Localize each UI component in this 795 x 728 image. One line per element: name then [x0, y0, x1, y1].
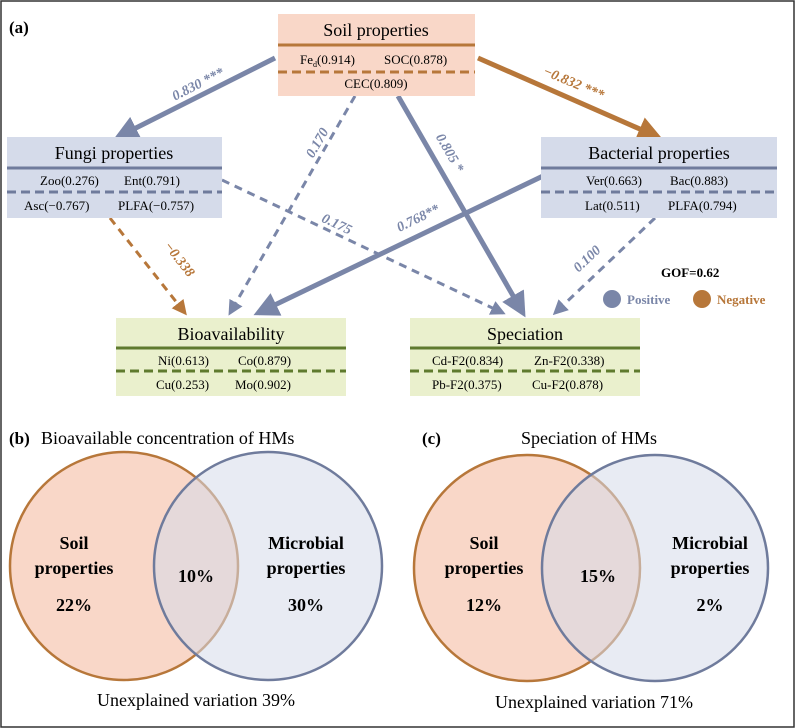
bioavailability-cu-text: Cu(0.253) [156, 377, 209, 392]
bacteria-ver-text: Ver(0.663) [586, 173, 642, 188]
node-soil-properties: Soil properties Fed(0.914) SOC(0.878) CE… [278, 14, 475, 96]
speciation-pb-text: Pb-F2(0.375) [432, 377, 502, 392]
fungi-zoo-text: Zoo(0.276) [40, 173, 99, 188]
fungi-plfa-text: PLFA(−0.757) [118, 198, 194, 213]
bacteria-plfa-text: PLFA(0.794) [668, 198, 737, 213]
legend-positive-label: Positive [627, 292, 671, 307]
fungi-ent-text: Ent(0.791) [124, 173, 180, 188]
coef-soil-speciation: 0.805 * [432, 131, 466, 176]
venn-c-soil-label-line2: properties [445, 558, 524, 578]
path-fungi-bioavailability [108, 217, 187, 316]
venn-c-microbial-label-line2: properties [671, 558, 750, 578]
soil-soc-text: SOC(0.878) [384, 52, 447, 67]
panel-b: (b) Bioavailable concentration of HMs So… [8, 428, 384, 710]
venn-b-soil-label-line2: properties [35, 558, 114, 578]
bacteria-bac-text: Bac(0.883) [670, 173, 728, 188]
venn-b-overlap-value: 10% [178, 566, 214, 586]
bioavailability-ni-text: Ni(0.613) [158, 353, 209, 368]
path-soil-fungi [113, 55, 277, 140]
gof-label: GOF=0.62 [661, 265, 719, 280]
path-arrows [108, 55, 663, 318]
venn-b-microbial-circle [152, 450, 384, 682]
legend-positive-swatch [603, 290, 621, 308]
soil-title: Soil properties [323, 20, 429, 40]
venn-b-soil-value: 22% [56, 595, 92, 615]
bacteria-box [541, 137, 777, 218]
speciation-zn-text: Zn-F2(0.338) [534, 353, 604, 368]
venn-c-soil-value: 12% [466, 595, 502, 615]
panel-b-unexplained: Unexplained variation 39% [97, 690, 295, 710]
coef-bacteria-bioavailability: 0.768** [395, 202, 443, 236]
speciation-box [410, 318, 640, 396]
soil-cec-text: CEC(0.809) [344, 76, 407, 91]
legend-negative-label: Negative [717, 292, 766, 307]
bioavailability-title: Bioavailability [178, 324, 285, 344]
panel-b-title: Bioavailable concentration of HMs [41, 428, 294, 448]
panel-a-label: (a) [9, 18, 29, 37]
bacteria-title: Bacterial properties [588, 143, 729, 163]
soil-box [278, 14, 475, 96]
node-bacterial-properties: Bacterial properties Ver(0.663) Bac(0.88… [541, 137, 777, 218]
panel-c-label: (c) [422, 429, 441, 448]
node-bioavailability: Bioavailability Ni(0.613) Co(0.879) Cu(0… [116, 318, 346, 396]
coef-fungi-bioavailability: −0.338 [161, 239, 197, 280]
venn-c-overlap-value: 15% [580, 566, 616, 586]
fungi-box [7, 137, 222, 218]
venn-c-microbial-circle [540, 453, 770, 683]
path-fungi-speciation [221, 178, 506, 315]
venn-b-microbial-label-line1: Microbial [268, 533, 344, 553]
path-soil-bioavailability [228, 95, 357, 316]
node-speciation: Speciation Cd-F2(0.834) Zn-F2(0.338) Pb-… [410, 318, 640, 396]
path-bacteria-bioavailability [253, 173, 545, 316]
path-soil-bacteria [476, 55, 663, 141]
bacteria-lat-text: Lat(0.511) [585, 198, 640, 213]
legend-negative-swatch [693, 290, 711, 308]
bioavailability-box [116, 318, 346, 396]
panel-c: (c) Speciation of HMs Soil properties 12… [412, 428, 770, 712]
path-bacteria-speciation [552, 216, 657, 316]
fungi-asc-text: Asc(−0.767) [24, 198, 89, 213]
venn-c-microbial-value: 2% [697, 595, 724, 615]
panel-c-unexplained: Unexplained variation 71% [495, 692, 693, 712]
venn-b-microbial-value: 30% [288, 595, 324, 615]
speciation-cu-text: Cu-F2(0.878) [532, 377, 603, 392]
legend: Positive Negative [603, 290, 766, 308]
speciation-title: Speciation [487, 324, 563, 344]
path-soil-speciation [395, 94, 526, 318]
venn-c-microbial-label-line1: Microbial [672, 533, 748, 553]
bioavailability-co-text: Co(0.879) [238, 353, 291, 368]
bioavailability-mo-text: Mo(0.902) [235, 377, 291, 392]
soil-fe-text: Fed(0.914) [300, 52, 355, 69]
fungi-title: Fungi properties [55, 143, 174, 163]
coef-soil-bioavailability: 0.170 [304, 126, 333, 161]
venn-b-microbial-label-line2: properties [267, 558, 346, 578]
speciation-cd-text: Cd-F2(0.834) [432, 353, 503, 368]
venn-b-soil-label-line1: Soil [59, 533, 88, 553]
venn-c-soil-label-line1: Soil [469, 533, 498, 553]
panel-b-label: (b) [9, 429, 30, 448]
panel-c-title: Speciation of HMs [521, 428, 657, 448]
node-fungi-properties: Fungi properties Zoo(0.276) Ent(0.791) A… [7, 137, 222, 218]
